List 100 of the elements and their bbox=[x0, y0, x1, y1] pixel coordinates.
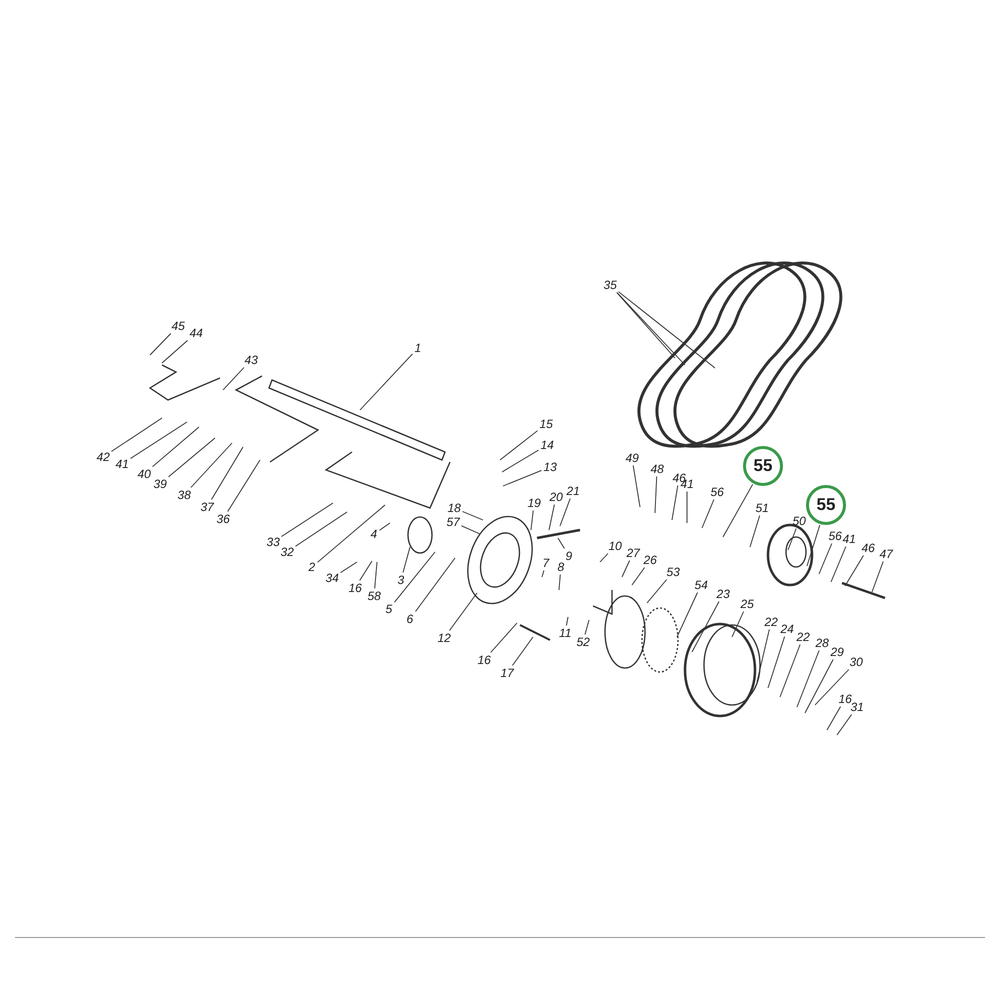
leader-line bbox=[616, 292, 686, 366]
callout-number: 4 bbox=[370, 528, 378, 540]
callout-number: 2 bbox=[308, 560, 316, 574]
leader-line bbox=[150, 333, 172, 356]
leader-line bbox=[415, 558, 456, 612]
callout-number: 33 bbox=[266, 536, 281, 548]
leader-line bbox=[780, 644, 801, 698]
callout-number: 34 bbox=[324, 572, 340, 584]
callout-number: 17 bbox=[500, 666, 515, 680]
leader-line bbox=[804, 659, 834, 714]
callout-number: 25 bbox=[740, 598, 755, 610]
callout-number: 6 bbox=[406, 612, 414, 626]
leader-line bbox=[616, 292, 676, 358]
leader-line bbox=[111, 418, 162, 452]
callout-number: 41 bbox=[114, 458, 130, 470]
callout-number: 46 bbox=[860, 542, 876, 554]
callout-number: 19 bbox=[526, 496, 542, 510]
leader-line bbox=[632, 465, 640, 508]
leader-line bbox=[768, 636, 786, 688]
leader-line bbox=[500, 430, 538, 460]
callout-number: 18 bbox=[446, 502, 462, 514]
callout-number: 56 bbox=[710, 486, 725, 498]
leader-line bbox=[558, 574, 561, 590]
callout-number: 48 bbox=[650, 462, 665, 476]
callout-number: 7 bbox=[542, 556, 550, 570]
leader-line bbox=[162, 340, 188, 364]
leader-line bbox=[818, 543, 832, 574]
callout-number: 42 bbox=[96, 450, 111, 464]
leader-line bbox=[830, 546, 846, 582]
callout-number: 51 bbox=[754, 502, 770, 514]
leader-line bbox=[732, 611, 744, 638]
callout-number: 11 bbox=[558, 626, 572, 640]
leader-line bbox=[295, 512, 348, 547]
leader-line bbox=[530, 510, 534, 530]
leader-line bbox=[872, 561, 884, 592]
callout-number: 50 bbox=[792, 514, 807, 528]
callout-number: 16 bbox=[348, 582, 363, 594]
callout-number: 14 bbox=[540, 438, 555, 452]
callout-number: 40 bbox=[136, 468, 152, 480]
leader-line bbox=[394, 552, 436, 603]
leader-line bbox=[584, 620, 590, 635]
callout-number: 3 bbox=[396, 574, 406, 586]
leader-line bbox=[542, 570, 544, 578]
leader-line bbox=[632, 567, 646, 586]
callout-number: 23 bbox=[716, 588, 731, 600]
callout-number: 39 bbox=[152, 478, 168, 490]
callout-number: 32 bbox=[280, 546, 295, 558]
callout-number: 54 bbox=[694, 578, 709, 592]
leader-line bbox=[702, 499, 714, 528]
leader-line bbox=[502, 470, 542, 486]
callout-number: 37 bbox=[200, 500, 215, 514]
callout-number: 43 bbox=[244, 354, 259, 366]
callout-number: 35 bbox=[602, 278, 618, 292]
leader-line bbox=[402, 546, 410, 573]
leader-line bbox=[672, 485, 678, 520]
callout-number: 56 bbox=[828, 530, 843, 542]
circled-callout-number: 55 bbox=[806, 485, 846, 525]
callout-number: 47 bbox=[878, 548, 894, 560]
callout-number: 1 bbox=[414, 342, 422, 354]
leader-line bbox=[190, 442, 232, 488]
callout-number: 28 bbox=[814, 636, 830, 650]
callout-number: 16 bbox=[476, 654, 492, 666]
leader-line bbox=[750, 515, 760, 548]
callout-number: 15 bbox=[538, 418, 554, 430]
leader-line bbox=[826, 706, 842, 730]
callout-number: 26 bbox=[642, 554, 658, 566]
leader-line bbox=[462, 511, 484, 520]
leader-line bbox=[130, 422, 188, 459]
callout-number: 22 bbox=[796, 630, 811, 644]
leader-line bbox=[222, 367, 244, 390]
callout-number: 41 bbox=[842, 532, 857, 546]
leader-line bbox=[676, 592, 698, 638]
leader-line bbox=[622, 560, 630, 578]
leader-line bbox=[756, 629, 770, 682]
leader-line bbox=[502, 450, 539, 472]
leader-line bbox=[806, 524, 820, 566]
leader-line bbox=[359, 560, 372, 581]
callout-number: 10 bbox=[608, 540, 623, 552]
leader-line bbox=[227, 460, 260, 512]
leader-line bbox=[788, 528, 797, 550]
leader-line bbox=[548, 504, 555, 530]
callout-number: 8 bbox=[556, 560, 566, 574]
callout-number: 57 bbox=[446, 516, 461, 528]
leader-line bbox=[512, 636, 534, 666]
leader-line bbox=[836, 714, 852, 736]
callout-number: 53 bbox=[666, 566, 681, 578]
callout-number: 13 bbox=[542, 460, 558, 474]
leader-line bbox=[374, 562, 378, 589]
leader-line bbox=[211, 446, 244, 500]
leader-line bbox=[654, 476, 658, 514]
leader-line bbox=[646, 579, 668, 604]
callout-number: 12 bbox=[436, 632, 452, 644]
leader-line bbox=[844, 555, 864, 586]
callout-number: 24 bbox=[780, 622, 795, 636]
leader-line bbox=[340, 562, 358, 574]
callout-number: 30 bbox=[848, 656, 864, 668]
leader-line bbox=[686, 491, 688, 524]
callout-number: 21 bbox=[566, 484, 581, 498]
callout-number: 36 bbox=[216, 512, 231, 526]
leader-line bbox=[814, 669, 850, 706]
